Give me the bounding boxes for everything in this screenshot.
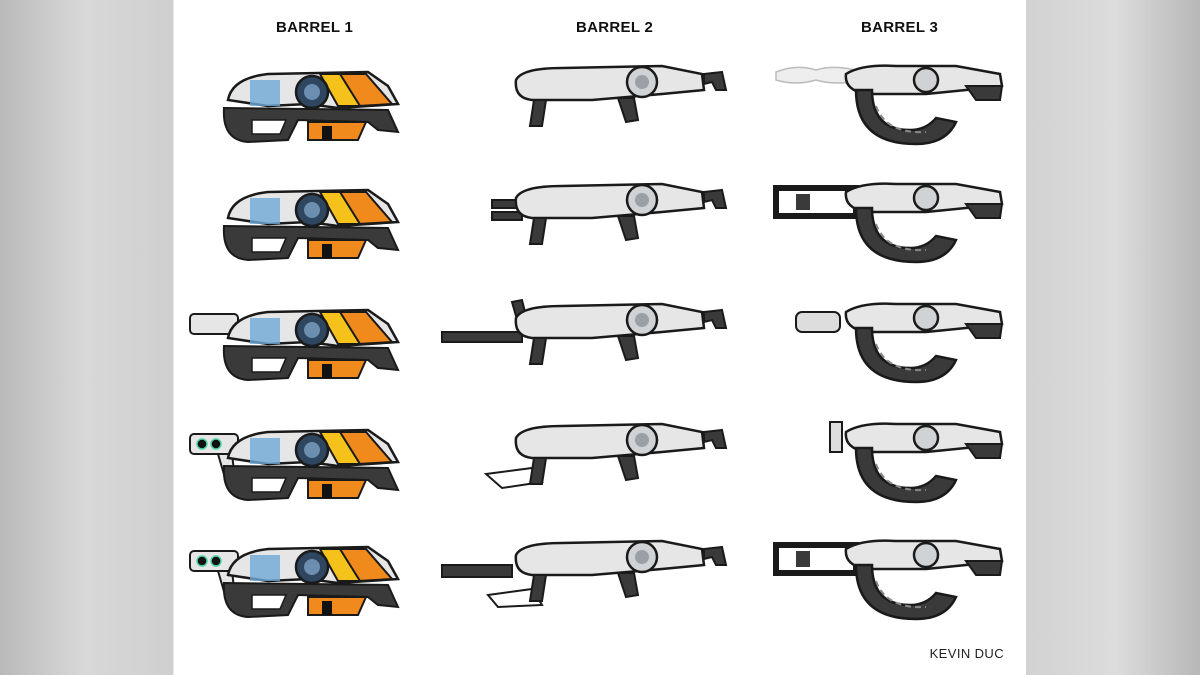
weapon-barrel-1-variant-3 bbox=[189, 308, 401, 382]
weapon-barrel-3-variant-3 bbox=[795, 302, 1004, 384]
column-title-barrel-2: BARREL 2 bbox=[576, 19, 654, 36]
weapon-barrel-2-variant-5 bbox=[441, 539, 728, 609]
weapon-barrel-3-variant-5 bbox=[773, 539, 1004, 621]
artist-credit: KEVIN DUC bbox=[929, 646, 1004, 661]
weapon-barrel-2-variant-1 bbox=[514, 64, 728, 127]
column-title-barrel-3: BARREL 3 bbox=[861, 19, 939, 36]
weapon-barrel-2-variant-3 bbox=[441, 298, 728, 365]
weapon-barrel-3-variant-2 bbox=[773, 182, 1004, 264]
weapon-barrel-1-variant-2 bbox=[222, 188, 401, 262]
weapon-barrel-3-variant-1 bbox=[775, 64, 1004, 146]
weapon-barrel-1-variant-4 bbox=[189, 428, 401, 502]
weapon-barrel-3-variant-4 bbox=[829, 421, 1004, 504]
weapon-barrel-1-variant-5 bbox=[189, 545, 401, 619]
weapon-barrel-2-variant-4 bbox=[483, 422, 728, 490]
weapon-barrel-2-variant-2 bbox=[491, 182, 728, 245]
weapon-barrel-1-variant-1 bbox=[222, 70, 401, 144]
column-title-barrel-1: BARREL 1 bbox=[276, 19, 354, 36]
